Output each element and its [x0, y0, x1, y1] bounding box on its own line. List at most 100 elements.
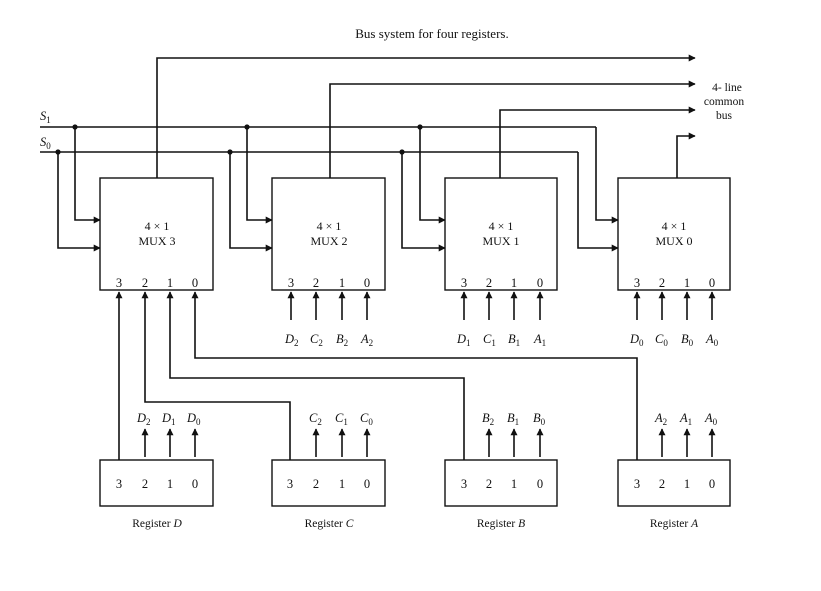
register-a-bit-3: 3 [634, 477, 640, 491]
mux-0: 4 × 1 MUX 0 3 2 1 0 [617, 177, 731, 291]
select-junctions [55, 124, 423, 155]
bus-line-0 [676, 132, 696, 178]
mux-2: 4 × 1 MUX 2 3 2 1 0 [271, 177, 386, 291]
mux-1-input-3: 3 [461, 276, 467, 290]
mux-2-data-label-3: D2 [284, 332, 299, 348]
mux-2-data-arrows [287, 291, 371, 320]
register-c-output-arrows [312, 428, 371, 457]
mux-0-data-label-3: D0 [629, 332, 644, 348]
mux-0-data-label-2: C0 [655, 332, 668, 348]
select-line-s1-label: S1 [40, 109, 51, 125]
bus-label-line1: 4- line [712, 82, 742, 94]
register-a-bit-2: 2 [659, 477, 665, 491]
register-c-output-2: C2 [309, 411, 322, 427]
register-b-output-1: B1 [507, 411, 519, 427]
register-b-output-arrows [485, 428, 544, 457]
mux-0-input-0: 0 [709, 276, 715, 290]
register-c-bit-1: 1 [339, 477, 345, 491]
bus-label-line3: bus [716, 110, 733, 122]
mux-1-input-1: 1 [511, 276, 517, 290]
wire-register-b-to-mux3 [166, 291, 465, 460]
mux-3-input-0: 0 [192, 276, 198, 290]
select-line-s0-label: S0 [40, 135, 51, 151]
mux-2-input-0: 0 [364, 276, 370, 290]
register-d-output-0: D0 [186, 411, 201, 427]
register-b: 3 2 1 0 Register B [444, 459, 558, 530]
mux-1-data-arrows [460, 291, 544, 320]
register-d-output-arrows [141, 428, 199, 457]
bus-label-line2: common [704, 96, 744, 108]
mux-0-data-label-1: B0 [681, 332, 694, 348]
mux-0-input-3: 3 [634, 276, 640, 290]
mux-2-input-3: 3 [288, 276, 294, 290]
diagram-title: Bus system for four registers. [355, 26, 508, 41]
register-a-label: Register A [650, 518, 699, 530]
register-c-bit-3: 3 [287, 477, 293, 491]
register-a-output-arrows [658, 428, 716, 457]
register-c-output-0: C0 [360, 411, 373, 427]
register-b-label: Register B [477, 518, 525, 530]
wire-register-c-to-mux3 [141, 291, 291, 460]
register-d: 3 2 1 0 Register D [99, 459, 214, 530]
register-d-output-2: D2 [136, 411, 151, 427]
mux-3-input-1: 1 [167, 276, 173, 290]
mux-3-type: 4 × 1 [145, 219, 170, 233]
mux-1-data-label-0: A1 [533, 332, 546, 348]
mux-2-data-label-1: B2 [336, 332, 348, 348]
wire-register-a-to-mux3 [191, 291, 638, 460]
mux-0-input-2: 2 [659, 276, 665, 290]
mux-0-data-label-0: A0 [705, 332, 719, 348]
register-d-bit-2: 2 [142, 477, 148, 491]
register-b-bit-2: 2 [486, 477, 492, 491]
mux-1-name: MUX 1 [482, 234, 519, 248]
register-b-output-0: B0 [533, 411, 546, 427]
mux-1-input-0: 0 [537, 276, 543, 290]
mux-0-input-1: 1 [684, 276, 690, 290]
register-d-bit-1: 1 [167, 477, 173, 491]
mux-2-input-2: 2 [313, 276, 319, 290]
register-c-bit-2: 2 [313, 477, 319, 491]
mux-2-data-label-2: C2 [310, 332, 323, 348]
register-b-bit-3: 3 [461, 477, 467, 491]
select-wires-mux1 [401, 127, 446, 252]
register-c: 3 2 1 0 Register C [271, 459, 386, 530]
mux-2-name: MUX 2 [310, 234, 347, 248]
mux-2-data-label-0: A2 [360, 332, 373, 348]
register-a-output-2: A2 [654, 411, 667, 427]
mux-1: 4 × 1 MUX 1 3 2 1 0 [444, 177, 558, 291]
register-c-bit-0: 0 [364, 477, 370, 491]
bus-line-1 [499, 106, 696, 178]
register-b-output-2: B2 [482, 411, 494, 427]
mux-0-type: 4 × 1 [662, 219, 687, 233]
register-b-bit-1: 1 [511, 477, 517, 491]
register-a-output-0: A0 [704, 411, 718, 427]
select-wires-mux0 [577, 127, 619, 252]
mux-1-data-label-1: B1 [508, 332, 520, 348]
register-a: 3 2 1 0 Register A [617, 459, 731, 530]
mux-0-data-arrows [633, 291, 716, 320]
select-wires-mux2 [229, 127, 273, 252]
mux-1-data-label-2: C1 [483, 332, 496, 348]
mux-2-input-1: 1 [339, 276, 345, 290]
register-d-label: Register D [132, 518, 182, 530]
register-c-output-1: C1 [335, 411, 348, 427]
register-d-output-1: D1 [161, 411, 176, 427]
bus-line-3 [156, 54, 696, 178]
select-wires-mux3 [57, 127, 101, 252]
mux-2-type: 4 × 1 [317, 219, 342, 233]
register-d-bit-3: 3 [116, 477, 122, 491]
mux-0-name: MUX 0 [655, 234, 692, 248]
register-b-bit-0: 0 [537, 477, 543, 491]
mux-3-input-3: 3 [116, 276, 122, 290]
register-a-bit-1: 1 [684, 477, 690, 491]
mux-3: 4 × 1 MUX 3 3 2 1 0 [99, 177, 214, 291]
register-d-bit-0: 0 [192, 477, 198, 491]
mux-1-input-2: 2 [486, 276, 492, 290]
mux-1-type: 4 × 1 [489, 219, 514, 233]
mux-3-input-2: 2 [142, 276, 148, 290]
register-c-label: Register C [305, 518, 354, 530]
register-a-bit-0: 0 [709, 477, 715, 491]
register-a-output-1: A1 [679, 411, 692, 427]
